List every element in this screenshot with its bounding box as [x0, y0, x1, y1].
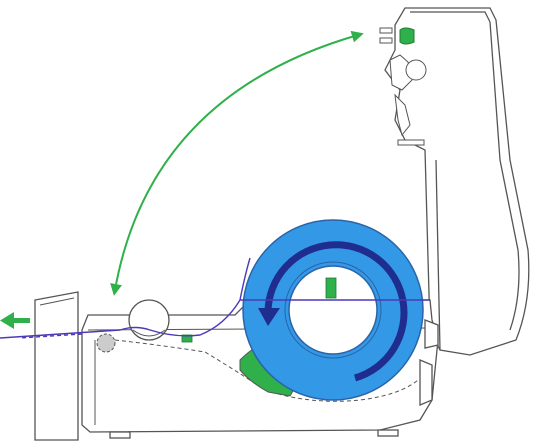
lid-latch-green-tab [400, 28, 414, 44]
exit-tray [35, 292, 78, 440]
gap-sensor [97, 334, 115, 352]
left-arrow-icon [0, 312, 30, 329]
